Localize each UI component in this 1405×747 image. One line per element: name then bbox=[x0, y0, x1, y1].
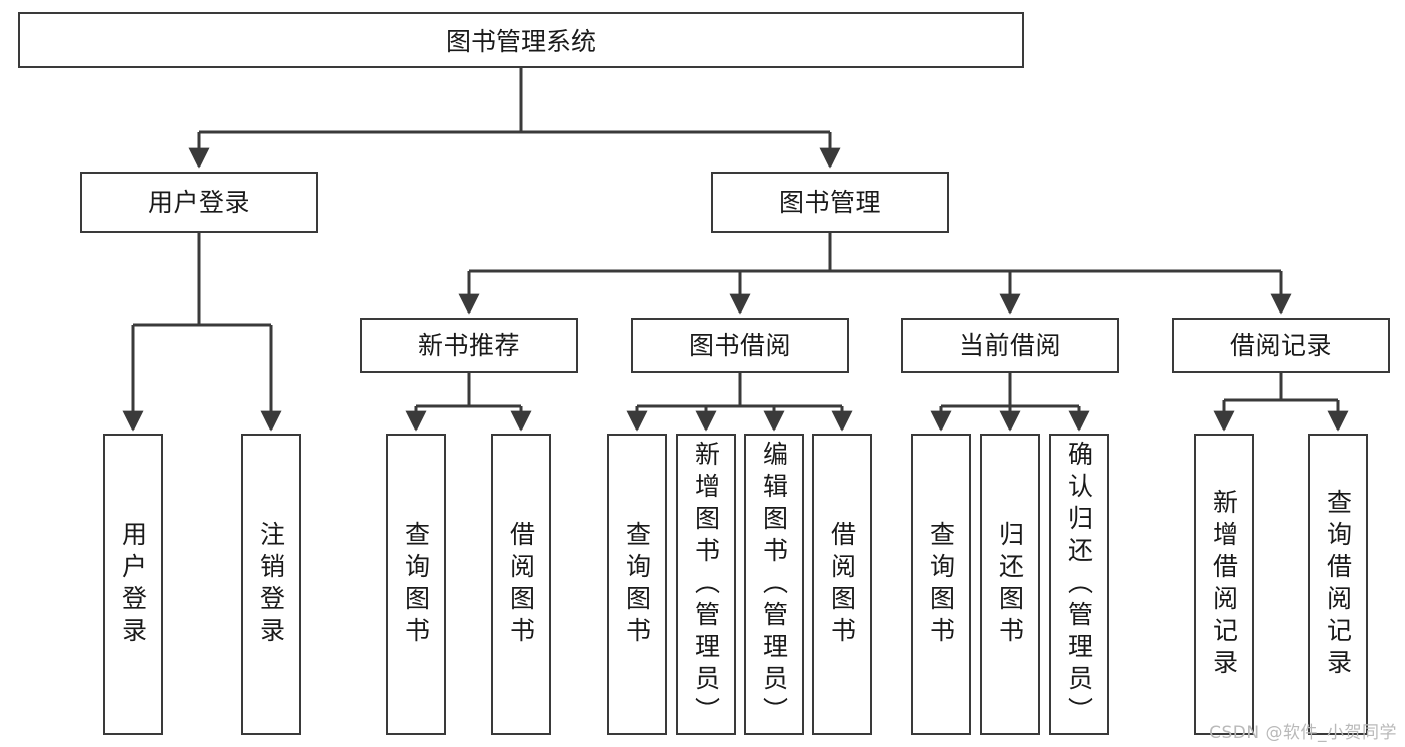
node-label: 查询图书 bbox=[401, 520, 431, 649]
leaf-return-book[interactable]: 归还图书 bbox=[980, 434, 1040, 735]
node-label: 查询图书 bbox=[926, 520, 956, 649]
node-label: 图书借阅 bbox=[688, 330, 791, 360]
node-user-login[interactable]: 用户登录 bbox=[80, 172, 318, 233]
node-label: 编辑图书（管理员） bbox=[759, 440, 789, 729]
leaf-borrow-book-1[interactable]: 借阅图书 bbox=[491, 434, 551, 735]
node-borrow-record[interactable]: 借阅记录 bbox=[1172, 318, 1390, 373]
node-book-borrow[interactable]: 图书借阅 bbox=[631, 318, 849, 373]
node-label: 用户登录 bbox=[147, 187, 250, 217]
leaf-query-book-3[interactable]: 查询图书 bbox=[911, 434, 971, 735]
node-label: 图书管理 bbox=[778, 187, 881, 217]
watermark-text: CSDN @软件_小贺同学 bbox=[1209, 723, 1397, 743]
node-label: 查询借阅记录 bbox=[1323, 488, 1353, 681]
leaf-add-book[interactable]: 新增图书（管理员） bbox=[676, 434, 736, 735]
node-root-book-management-system[interactable]: 图书管理系统 bbox=[18, 12, 1024, 68]
node-label: 新增图书（管理员） bbox=[691, 440, 721, 729]
node-book-management[interactable]: 图书管理 bbox=[711, 172, 949, 233]
node-label: 借阅记录 bbox=[1229, 330, 1332, 360]
node-label: 借阅图书 bbox=[827, 520, 857, 649]
node-label: 新书推荐 bbox=[417, 330, 520, 360]
node-label: 借阅图书 bbox=[506, 520, 536, 649]
leaf-confirm-return[interactable]: 确认归还（管理员） bbox=[1049, 434, 1109, 735]
node-label: 注销登录 bbox=[256, 520, 286, 649]
node-label: 查询图书 bbox=[622, 520, 652, 649]
leaf-edit-book[interactable]: 编辑图书（管理员） bbox=[744, 434, 804, 735]
node-new-book-recommend[interactable]: 新书推荐 bbox=[360, 318, 578, 373]
leaf-user-login[interactable]: 用户登录 bbox=[103, 434, 163, 735]
node-label: 新增借阅记录 bbox=[1209, 488, 1239, 681]
leaf-query-book-1[interactable]: 查询图书 bbox=[386, 434, 446, 735]
leaf-borrow-book-2[interactable]: 借阅图书 bbox=[812, 434, 872, 735]
node-label: 图书管理系统 bbox=[445, 27, 596, 56]
node-label: 用户登录 bbox=[118, 520, 148, 649]
node-label: 当前借阅 bbox=[958, 330, 1061, 360]
leaf-add-record[interactable]: 新增借阅记录 bbox=[1194, 434, 1254, 735]
leaf-logout-login[interactable]: 注销登录 bbox=[241, 434, 301, 735]
leaf-query-record[interactable]: 查询借阅记录 bbox=[1308, 434, 1368, 735]
node-label: 归还图书 bbox=[995, 520, 1025, 649]
node-label: 确认归还（管理员） bbox=[1064, 440, 1094, 729]
node-current-borrow[interactable]: 当前借阅 bbox=[901, 318, 1119, 373]
leaf-query-book-2[interactable]: 查询图书 bbox=[607, 434, 667, 735]
